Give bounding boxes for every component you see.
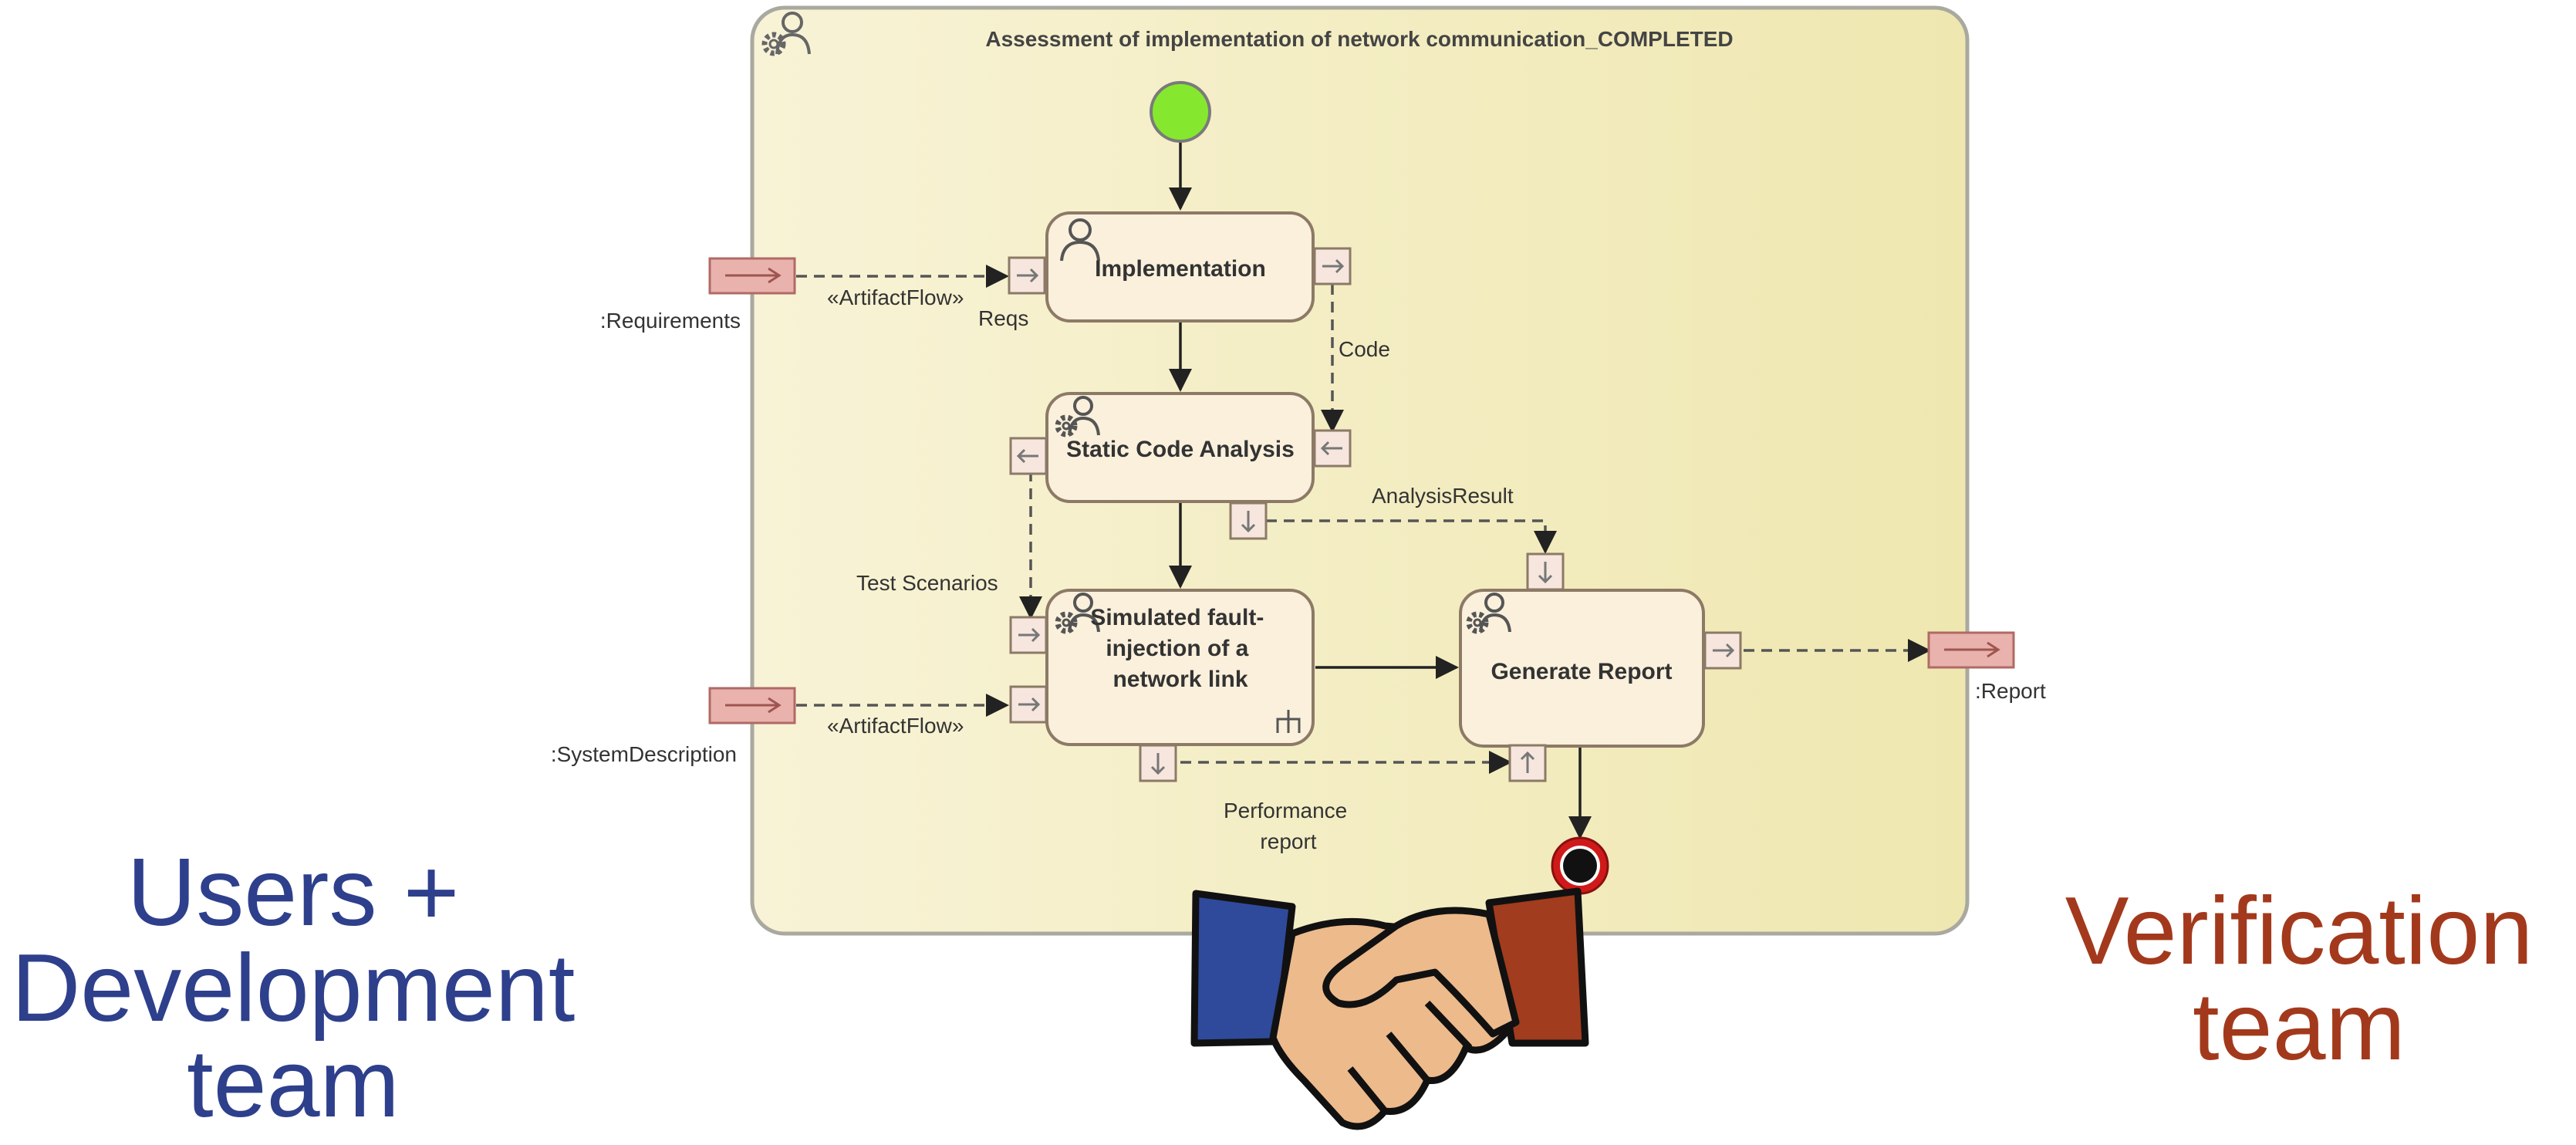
fault-injection-line-2: injection of a: [1106, 636, 1248, 661]
right-hand: [1322, 907, 1520, 1038]
action-implementation[interactable]: Implementation: [1045, 211, 1315, 323]
pin-system-description-input[interactable]: [1009, 685, 1048, 724]
finger-lines: [1347, 1000, 1473, 1113]
param-report[interactable]: [1927, 631, 2015, 669]
call-behavior-icon: [1276, 710, 1301, 733]
report-label: :Report: [1975, 679, 2046, 703]
pin-report-output[interactable]: [1703, 631, 1742, 670]
artifact-flow-label-2: «ArtifactFlow»: [827, 714, 964, 738]
left-team-line-3: team: [187, 1031, 400, 1137]
fault-injection-box: [1045, 589, 1315, 746]
pin-code-output[interactable]: [1313, 247, 1352, 285]
code-label: Code: [1339, 337, 1390, 361]
pin-analysis-result-output[interactable]: [1229, 502, 1268, 540]
system-description-label: :SystemDescription: [551, 742, 737, 766]
activity-final-node: [1551, 836, 1609, 895]
performance-report-label: Performance report: [1224, 799, 1353, 853]
pin-code-input[interactable]: [1313, 429, 1352, 468]
pin-performance-report-input[interactable]: [1508, 744, 1547, 782]
requirements-label: :Requirements: [600, 309, 741, 333]
fault-injection-line-1: Simulated fault-: [1090, 605, 1264, 630]
activity-frame: Assessment of implementation of network …: [750, 5, 1970, 936]
gear-person-icon: [1055, 593, 1100, 634]
implementation-label: Implementation: [1095, 256, 1266, 282]
action-generate-report[interactable]: Generate Report: [1459, 589, 1705, 748]
implementation-box: [1045, 211, 1315, 323]
pin-test-scenarios-input[interactable]: [1009, 616, 1048, 654]
person-icon: [1060, 218, 1100, 262]
pin-reqs-input[interactable]: [1008, 256, 1046, 295]
pin-performance-report-output[interactable]: [1139, 744, 1177, 782]
analysis-result-label: AnalysisResult: [1372, 484, 1514, 508]
right-team-line-2: team: [2193, 974, 2406, 1080]
pin-test-scenarios-output[interactable]: [1009, 437, 1048, 475]
activity-frame-border: [750, 5, 1970, 936]
param-requirements[interactable]: [708, 257, 796, 295]
test-scenarios-label: Test Scenarios: [856, 571, 998, 595]
object-flows: [796, 265, 1931, 774]
action-fault-injection[interactable]: Simulated fault- injection of a network …: [1045, 589, 1315, 746]
reqs-label: Reqs: [978, 306, 1028, 330]
gear-person-icon: [1055, 396, 1100, 437]
frame-activity-icon: [761, 12, 811, 56]
static-code-analysis-label: Static Code Analysis: [1066, 437, 1295, 462]
initial-node: [1150, 81, 1211, 143]
pins: [1008, 247, 1742, 782]
pin-analysis-result-input[interactable]: [1526, 552, 1565, 591]
fault-injection-label: Simulated fault- injection of a network …: [1090, 605, 1270, 692]
verification-team-label: Verification team: [2021, 883, 2576, 1075]
generate-report-box: [1459, 589, 1705, 748]
left-team-line-1: Users +: [127, 839, 460, 946]
handshake-illustration: [1190, 887, 1589, 1130]
control-flows: [1169, 141, 1592, 839]
action-static-code-analysis[interactable]: Static Code Analysis: [1045, 392, 1315, 503]
activity-parameters: [708, 257, 2015, 724]
frame-title: Assessment of implementation of network …: [985, 27, 1733, 51]
gear-person-icon: [1466, 593, 1511, 634]
users-development-team-label: Users + Development team: [0, 845, 586, 1132]
left-team-line-2: Development: [11, 935, 576, 1042]
performance-report-line-2: report: [1260, 829, 1316, 853]
fault-injection-line-3: network link: [1112, 667, 1247, 692]
right-team-line-1: Verification: [2065, 878, 2534, 985]
generate-report-label: Generate Report: [1491, 659, 1672, 684]
flow-analysis-result: [1248, 519, 1557, 554]
artifact-flow-label-1: «ArtifactFlow»: [827, 285, 964, 309]
param-system-description[interactable]: [708, 687, 796, 724]
flow-labels: :Requirements «ArtifactFlow» Reqs Code A…: [551, 285, 2046, 853]
performance-report-line-1: Performance: [1224, 799, 1347, 822]
